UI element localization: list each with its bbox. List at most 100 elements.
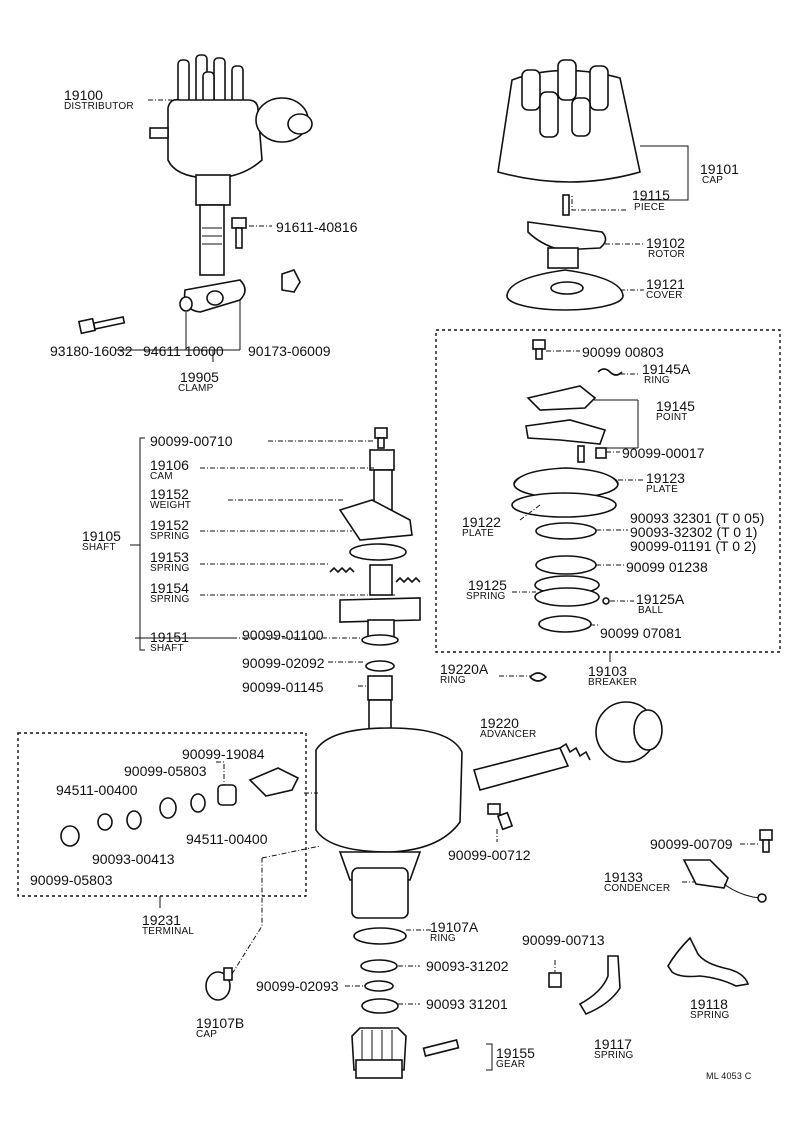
- label-19100: 19100: [64, 87, 103, 103]
- label-90099-02093: 90099-02093: [256, 978, 339, 994]
- label-ring-19107A: RING: [430, 933, 456, 944]
- label-ring-19145A: RING: [644, 375, 670, 386]
- label-93180-16032: 93180-16032: [50, 343, 133, 359]
- label-distributor: DISTRIBUTOR: [64, 101, 134, 112]
- label-cap: CAP: [702, 175, 724, 186]
- label-19153: 19153: [150, 549, 189, 565]
- label-19123: 19123: [646, 470, 685, 486]
- label-spring-19118: SPRING: [690, 1010, 730, 1021]
- label-19121: 19121: [646, 276, 685, 292]
- label-19125: 19125: [468, 577, 507, 593]
- label-90099-00710: 90099-00710: [150, 433, 233, 449]
- piece-19115: [562, 194, 570, 216]
- shaft-19151: [339, 564, 421, 641]
- spring-19118: [667, 936, 750, 987]
- label-19145A: 19145A: [642, 361, 691, 377]
- cover-19121: [506, 269, 624, 311]
- terminal-group-box: [17, 732, 307, 897]
- screw-90099-00713: [548, 972, 562, 988]
- label-19220A: 19220A: [440, 661, 489, 677]
- label-90099-00712: 90099-00712: [448, 847, 531, 863]
- screw-90099-00803: [532, 339, 546, 360]
- label-90099-05803-b: 90099-05803: [30, 872, 113, 888]
- gear-19155: [351, 1027, 407, 1079]
- label-19152-spring: 19152: [150, 517, 189, 533]
- condenser-19133: [682, 859, 767, 903]
- label-90099-00713: 90099-00713: [522, 932, 605, 948]
- rotor-19102: [527, 221, 607, 269]
- label-90099-01238: 90099 01238: [626, 559, 708, 575]
- cap-19101: [497, 59, 641, 183]
- label-spring-19117: SPRING: [594, 1050, 634, 1061]
- spring-90099-01145: [367, 675, 393, 701]
- label-19118: 19118: [690, 996, 728, 1012]
- label-90099-05803-a: 90099-05803: [124, 763, 207, 779]
- distributor-housing: [315, 699, 463, 919]
- label-plate-19123: PLATE: [646, 484, 678, 495]
- terminal-90099-19084: [217, 767, 300, 806]
- advancer-19220: [472, 701, 663, 791]
- label-ring-19220A: RING: [440, 675, 466, 686]
- label-19115: 19115: [632, 187, 670, 203]
- washer-90099-02093: [364, 980, 394, 992]
- label-90099-01145: 90099-01145: [242, 679, 324, 695]
- distributor-assembly: [149, 54, 313, 276]
- pin-gear: [422, 1039, 460, 1057]
- label-cap-19107B: CAP: [196, 1029, 218, 1040]
- label-advancer: ADVANCER: [480, 729, 537, 740]
- label-19107B: 19107B: [196, 1015, 245, 1031]
- label-19231: 19231: [142, 912, 181, 928]
- screw-90099-00712: [487, 803, 514, 831]
- label-19220: 19220: [480, 715, 519, 731]
- ball-19125A: [602, 597, 610, 605]
- washer-90099-01238: [535, 555, 597, 575]
- label-19103: 19103: [588, 663, 627, 679]
- label-19125A: 19125A: [636, 591, 685, 607]
- label-shaft-19105: SHAFT: [82, 542, 116, 553]
- label-90099-07081: 90099 07081: [600, 625, 682, 641]
- label-cam: CAM: [150, 471, 173, 482]
- label-19133: 19133: [604, 869, 643, 885]
- label-19151: 19151: [150, 629, 189, 645]
- label-19106: 19106: [150, 457, 189, 473]
- clamp-19905: [179, 279, 246, 313]
- label-90099-01191: 90099-01191 (T 0 2): [630, 538, 757, 554]
- breaker-group-box: [435, 329, 781, 653]
- label-terminal: TERMINAL: [142, 926, 195, 937]
- point-19145: [525, 385, 607, 445]
- label-gear: GEAR: [496, 1059, 526, 1070]
- label-spring-19152: SPRING: [150, 531, 190, 542]
- washer-90093-00413: [126, 810, 142, 830]
- label-plate-19122: PLATE: [462, 528, 494, 539]
- label-point: POINT: [656, 412, 688, 423]
- label-clamp: CLAMP: [178, 383, 214, 394]
- label-19154: 19154: [150, 580, 189, 596]
- cap-19107B: [205, 967, 233, 1001]
- label-19152-weight: 19152: [150, 486, 189, 502]
- label-94511-00400-a: 94511-00400: [56, 782, 138, 798]
- label-rotor: ROTOR: [648, 249, 685, 260]
- spring-plate-19152: [349, 543, 407, 561]
- spring-19154: [395, 576, 421, 584]
- label-90093-32302: 90093-32302 (T 0 1): [630, 524, 758, 540]
- label-shaft-19151: SHAFT: [150, 643, 184, 654]
- screw-90099-00709: [759, 829, 773, 853]
- spring-19153: [329, 566, 355, 574]
- label-19905: 19905: [180, 369, 219, 385]
- label-spring-19154: SPRING: [150, 594, 190, 605]
- washer-94511-00400b: [190, 793, 206, 813]
- ring-90099-07081: [538, 615, 592, 633]
- label-94511-00400-b: 94511-00400: [186, 831, 268, 847]
- label-90099-02092: 90099-02092: [242, 655, 325, 671]
- spring-19117: [578, 955, 621, 1016]
- washer-94511-00400a: [97, 813, 113, 831]
- label-90173-06009: 90173-06009: [248, 343, 331, 359]
- label-90099-00017: 90099-00017: [622, 445, 705, 461]
- screw-90099-00710: [374, 427, 388, 449]
- washer-90093-31201: [361, 998, 399, 1014]
- label-cover: COVER: [646, 290, 683, 301]
- label-90093-32301: 90093 32301 (T 0 05): [630, 510, 765, 526]
- label-spring-19125: SPRING: [466, 591, 506, 602]
- spring-19125: [534, 575, 600, 607]
